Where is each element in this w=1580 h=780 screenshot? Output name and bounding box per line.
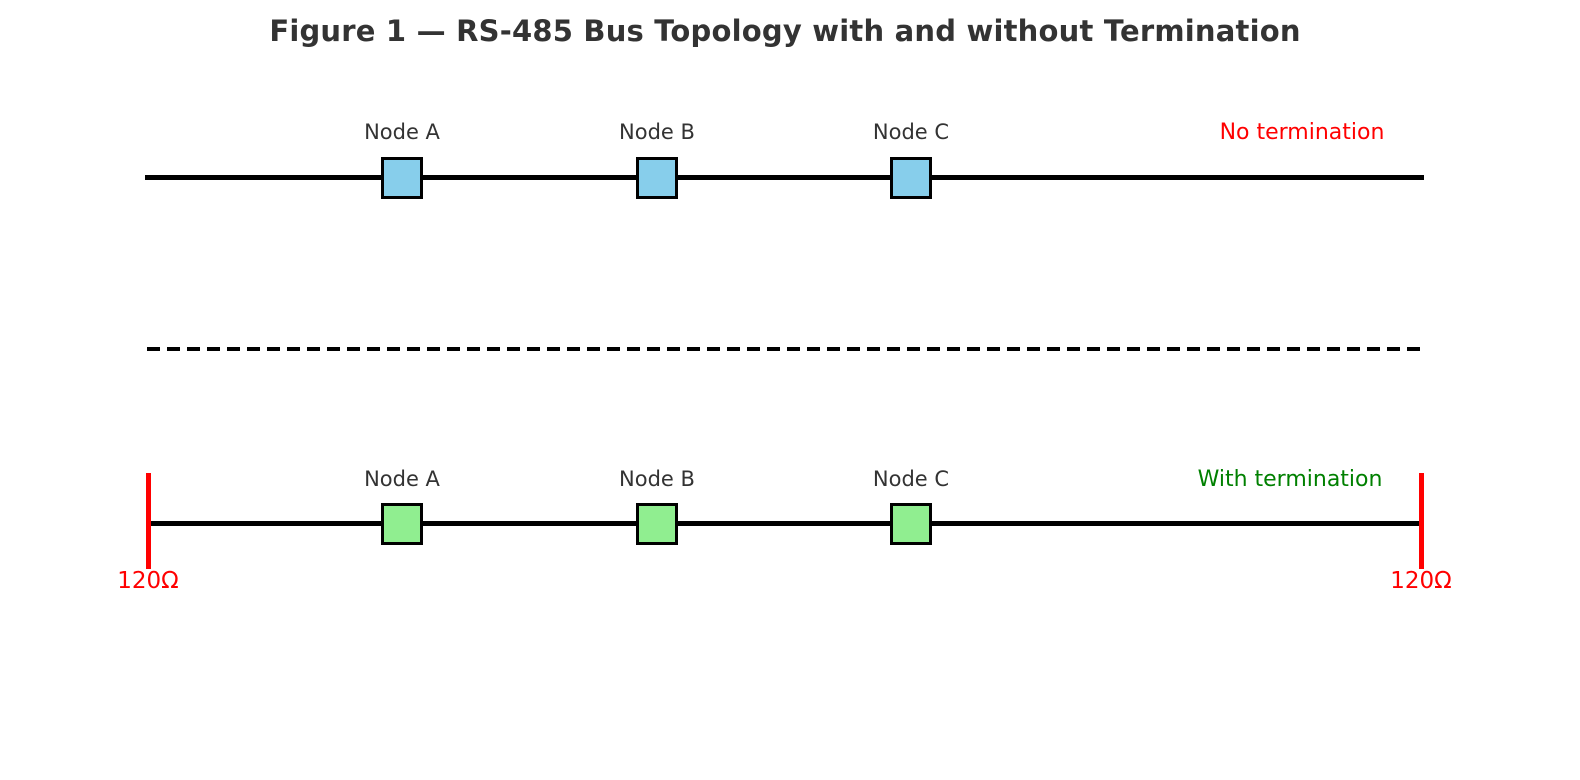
terminator-resistor-right <box>1419 473 1424 569</box>
node-label-b-unterminated: Node B <box>619 120 695 144</box>
node-label-a-terminated: Node A <box>364 467 440 491</box>
node-label-c-unterminated: Node C <box>872 120 950 144</box>
node-box-b-terminated[interactable] <box>636 503 678 545</box>
annotation-no-termination: No termination <box>1219 120 1385 145</box>
node-box-b-unterminated[interactable] <box>636 157 678 199</box>
terminator-resistor-left <box>146 473 151 569</box>
terminator-label-right: 120Ω <box>1390 568 1452 594</box>
node-box-c-terminated[interactable] <box>890 503 932 545</box>
node-label-b-terminated: Node B <box>619 467 695 491</box>
node-box-a-unterminated[interactable] <box>381 157 423 199</box>
bus-line-unterminated <box>145 175 1424 180</box>
node-box-a-terminated[interactable] <box>381 503 423 545</box>
node-box-c-unterminated[interactable] <box>890 157 932 199</box>
terminator-label-left: 120Ω <box>117 568 179 594</box>
annotation-with-termination: With termination <box>1197 467 1383 492</box>
section-divider <box>147 347 1424 351</box>
node-label-c-terminated: Node C <box>872 467 950 491</box>
page-title: Figure 1 — RS-485 Bus Topology with and … <box>269 14 1301 48</box>
bus-line-terminated <box>148 521 1420 526</box>
node-label-a-unterminated: Node A <box>364 120 440 144</box>
